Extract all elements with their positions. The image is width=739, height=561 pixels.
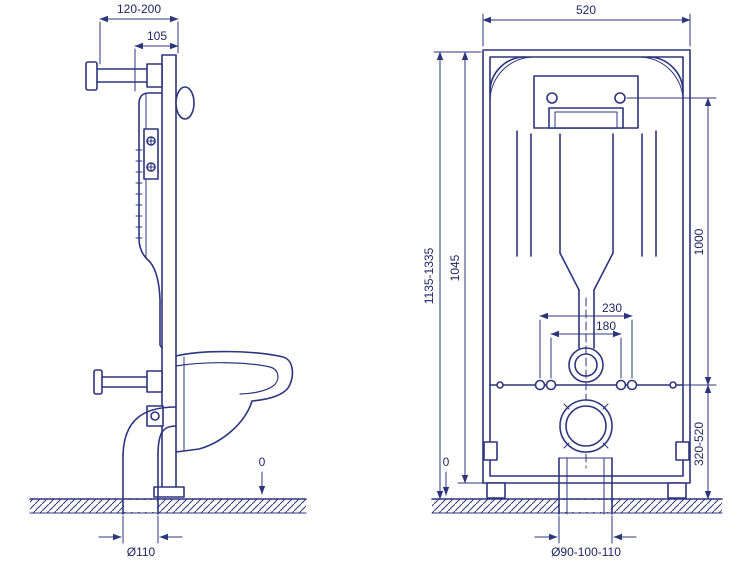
fixing-hole: [614, 92, 626, 104]
wall-anchor-brackets: [483, 441, 690, 461]
dim-label-frame-height: 1045: [448, 254, 462, 281]
rail-hole: [496, 381, 504, 389]
anchor-bolt-line: [489, 379, 684, 391]
drain-outlet: [559, 399, 613, 453]
datum-label-right: 0: [443, 455, 450, 469]
rail-hole: [669, 381, 677, 389]
dim-label-bolt-spacing-inner: 180: [596, 319, 616, 333]
cistern-front: [516, 130, 657, 257]
water-supply-connection: [93, 369, 163, 395]
front-view: [431, 13, 723, 544]
dimension-lines-right: [433, 13, 717, 544]
dimension-labels: 120-200 105 0 Ø110 520 1135-1335 1045 10…: [117, 2, 706, 559]
dim-label-bolt-spacing-outer: 230: [602, 301, 622, 315]
dim-label-frame-width: 520: [576, 3, 596, 17]
bolt-hole: [534, 379, 546, 391]
datum-label-left: 0: [259, 455, 266, 469]
side-view: [29, 15, 307, 544]
wall-bracket: [85, 61, 163, 91]
drain-pipe-front: [558, 457, 613, 515]
frame-rail-side: [153, 54, 185, 498]
dim-label-outlet-height: 320-520: [692, 422, 706, 466]
cistern-mounting-bracket: [143, 128, 159, 180]
toilet-bowl: [175, 350, 294, 453]
dim-label-wall-offset: 120-200: [117, 2, 161, 16]
bolt-hole: [626, 379, 638, 391]
bolt-hole: [545, 379, 557, 391]
dim-label-overall-height: 1135-1335: [422, 247, 436, 304]
dim-label-bracket-offset: 105: [147, 29, 167, 43]
drawing-lines: [29, 13, 723, 544]
frame-feet: [486, 482, 687, 499]
dimension-lines-left: [98, 15, 266, 544]
level-scale-ticks: [135, 149, 143, 239]
cistern-access-box: [533, 75, 639, 129]
fixing-hole: [546, 92, 558, 104]
drain-elbow-pipe: [122, 406, 177, 515]
floor-section-left: [29, 498, 307, 514]
flush-actuator: [175, 86, 195, 120]
dim-label-top-to-anchor: 1000: [692, 228, 706, 255]
bolt-hole: [615, 379, 627, 391]
dim-label-drain-left: Ø110: [127, 545, 156, 559]
dim-label-drain-right: Ø90-100-110: [551, 545, 621, 559]
